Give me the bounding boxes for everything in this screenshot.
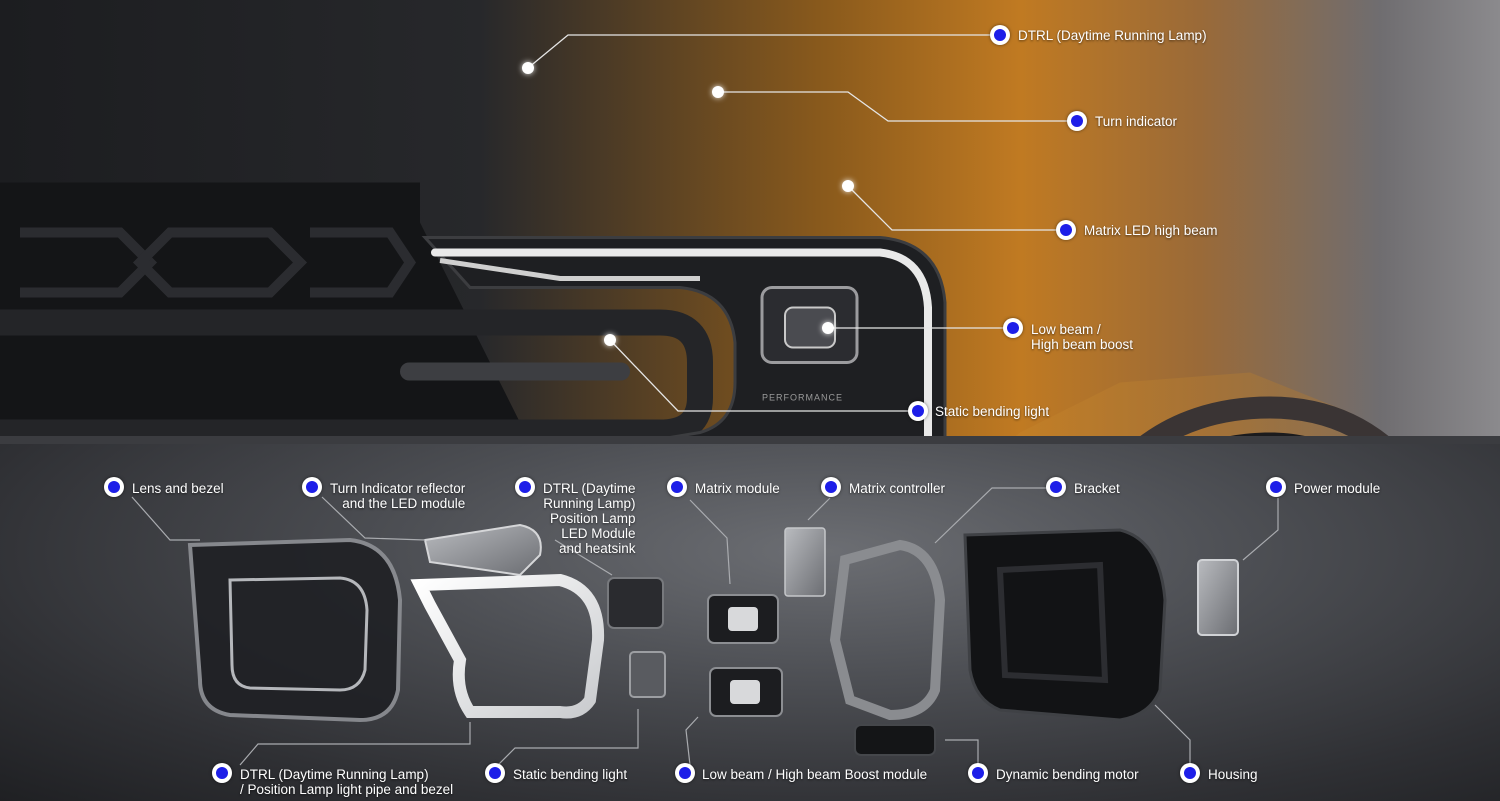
marker-dtrl-module (515, 477, 535, 497)
drl-light-pipe (431, 248, 932, 436)
marker-turn (1067, 111, 1087, 131)
callout-matrix-module: Matrix module (695, 481, 780, 496)
pin-static (604, 334, 616, 346)
marker-housing (1180, 763, 1200, 783)
marker-dtrl (990, 25, 1010, 45)
pin-matrix (842, 180, 854, 192)
callout-matrix-controller: Matrix controller (849, 481, 946, 496)
marker-bracket (1046, 477, 1066, 497)
marker-lowbeam-module (675, 763, 695, 783)
callout-dtrl: DTRL (Daytime Running Lamp) (1018, 28, 1207, 43)
callout-housing: Housing (1208, 767, 1258, 782)
callout-bracket: Bracket (1074, 481, 1120, 496)
top-leader-lines (527, 34, 1077, 412)
marker-power-module (1266, 477, 1286, 497)
callout-lowbeam: Low beam / High beam boost (1031, 322, 1134, 352)
bracket-part (829, 539, 946, 721)
marker-turn-reflector (302, 477, 322, 497)
callout-static-bending: Static bending light (513, 767, 628, 782)
power-module-part (1197, 559, 1239, 636)
callout-turn: Turn indicator (1095, 114, 1178, 129)
callout-dtrl-pipe: DTRL (Daytime Running Lamp) / Position L… (240, 767, 454, 797)
marker-lowbeam (1003, 318, 1023, 338)
callout-dtrl-module: DTRL (Daytime Running Lamp) Position Lam… (543, 481, 636, 556)
panel-divider (0, 436, 1500, 444)
bottom-leader-lines (131, 487, 1279, 766)
dynamic-motor-part (854, 724, 936, 756)
lens-bezel-part (187, 537, 403, 723)
vehicle-headlamp-photo: PERFORMANCE (0, 0, 1500, 436)
callout-dynamic-motor: Dynamic bending motor (996, 767, 1139, 782)
callout-lowbeam-module: Low beam / High beam Boost module (702, 767, 928, 782)
marker-matrix-module (667, 477, 687, 497)
pin-lowbeam (822, 322, 834, 334)
dtrl-module-part (607, 577, 664, 629)
marker-matrix-controller (821, 477, 841, 497)
light-pipe-part (410, 573, 605, 719)
marker-static (908, 401, 928, 421)
vehicle-illustration: PERFORMANCE (0, 182, 1500, 436)
callout-matrix: Matrix LED high beam (1084, 223, 1218, 238)
housing-part (963, 528, 1167, 722)
grille-bar (0, 309, 713, 436)
marker-dynamic-motor (968, 763, 988, 783)
marker-static-bending (485, 763, 505, 783)
callout-power-module: Power module (1294, 481, 1381, 496)
marker-dtrl-pipe (212, 763, 232, 783)
pin-dtrl (522, 62, 534, 74)
fender-panel (800, 182, 1500, 436)
marker-lens (104, 477, 124, 497)
callout-turn-reflector: Turn Indicator reflector and the LED mod… (330, 481, 466, 511)
matrix-controller-part (784, 527, 826, 597)
turn-reflector-part (423, 523, 542, 577)
marker-matrix (1056, 220, 1076, 240)
callout-lens: Lens and bezel (132, 481, 224, 496)
wheel-arch (1230, 432, 1305, 436)
static-bending-part (629, 651, 666, 698)
arch-trim (1140, 396, 1389, 436)
pin-turn (712, 86, 724, 98)
performance-badge: PERFORMANCE (762, 393, 843, 403)
callout-static: Static bending light (935, 404, 1050, 419)
